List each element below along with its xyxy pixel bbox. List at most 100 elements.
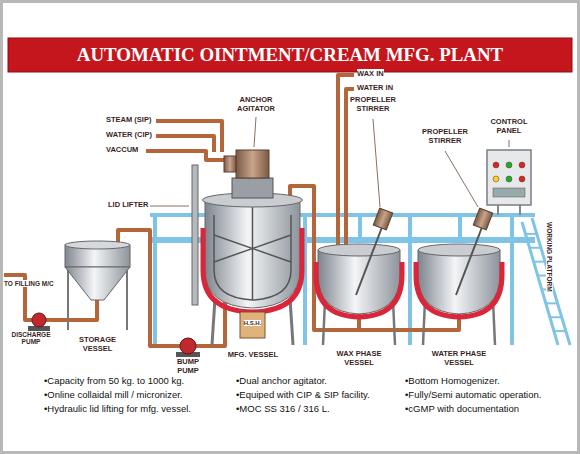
plant-line <box>408 215 412 345</box>
part-label: WATER (CIP) <box>106 131 158 140</box>
plant-g <box>316 208 402 345</box>
part-label: STEAM (SIP) <box>106 116 158 125</box>
plant-line <box>212 298 215 345</box>
plant-line <box>456 222 484 295</box>
feature-note: •Online collaidal mill / micronizer. <box>44 389 182 400</box>
feature-note: •MOC SS 316 / 316 L. <box>236 403 330 414</box>
part-label: BUMP PUMP <box>166 358 210 375</box>
plant-ellipse <box>318 244 400 256</box>
plant-rect <box>8 38 572 72</box>
plant-path <box>205 200 300 308</box>
label-text: WAX PHASE VESSEL <box>336 349 381 367</box>
title-banner-text: AUTOMATIC OINTMENT/CREAM MFG. PLANT <box>8 38 572 72</box>
label-text: MFG. VESSEL <box>228 350 278 359</box>
label-text: CONTROL PANEL <box>490 117 527 135</box>
plant-line <box>519 205 521 215</box>
plant-rect <box>493 188 525 197</box>
label-text: PROPELLER STIRRER <box>350 95 396 113</box>
plant-circle <box>180 338 196 354</box>
plant-circle <box>32 313 46 327</box>
plant-line <box>254 117 256 147</box>
plant-g <box>176 338 200 357</box>
part-label: WAX PHASE VESSEL <box>328 350 390 367</box>
plant-g <box>416 208 502 345</box>
part-label: PROPELLER STIRRER <box>422 128 468 145</box>
plant-line <box>153 215 157 345</box>
label-text: ANCHOR AGITATOR <box>237 95 275 113</box>
plant-line <box>546 302 558 304</box>
plant-g <box>487 150 531 215</box>
part-label: H.S.H. <box>240 320 265 327</box>
plant-polygon <box>65 267 130 300</box>
part-label: STORAGE VESSEL <box>70 336 125 353</box>
plant-line <box>458 215 462 240</box>
plant-line <box>550 316 562 318</box>
feature-note: •Capacity from 50 kg. to 1000 kg. <box>44 375 184 386</box>
part-label: WORKING PLATFORM <box>546 222 553 312</box>
plant-circle <box>493 176 499 182</box>
plant-line <box>150 206 189 207</box>
label-text: BUMP PUMP <box>177 357 199 375</box>
plant-rect <box>240 312 265 338</box>
plant-polyline <box>156 121 222 152</box>
plant-polyline <box>346 89 354 246</box>
label-text: STORAGE VESSEL <box>79 335 116 353</box>
plant-g <box>192 150 303 345</box>
feature-note: •Fully/Semi automatic operation. <box>405 389 541 400</box>
plant-line <box>525 233 536 235</box>
part-label: PROPELLER STIRRER <box>350 96 396 113</box>
plant-rect <box>232 178 273 198</box>
plant-g <box>28 313 50 331</box>
label-text: WATER PHASE VESSEL <box>432 349 486 367</box>
plant-polyline <box>146 151 225 160</box>
plant-line <box>497 205 499 215</box>
feature-note: •Dual anchor agitator. <box>236 375 327 386</box>
plant-line <box>530 247 541 249</box>
plant-line <box>358 215 362 240</box>
part-label: TO FILLING M/C <box>4 280 68 287</box>
plant-g <box>4 75 459 346</box>
label-text: WATER (CIP) <box>106 130 152 139</box>
plant-circle <box>519 162 525 168</box>
part-label: WATER IN <box>357 84 407 93</box>
plant-line <box>510 215 514 345</box>
label-text: WATER IN <box>357 83 393 92</box>
plant-circle <box>506 176 512 182</box>
feature-note: •Hydraulic lid lifting for mfg. vessel. <box>44 403 191 414</box>
plant-g <box>493 162 525 197</box>
plant-line <box>356 222 384 295</box>
plant-circle <box>519 176 525 182</box>
label-text: STEAM (SIP) <box>106 115 151 124</box>
part-label: WATER PHASE VESSEL <box>426 350 492 367</box>
plant-line <box>534 261 545 263</box>
plant-ellipse <box>65 241 130 249</box>
plant-circle <box>493 162 499 168</box>
plant-g <box>522 218 570 345</box>
plant-rect <box>487 150 531 205</box>
plant-line <box>290 298 293 345</box>
plant-path <box>318 250 400 314</box>
label-text: H.S.H. <box>244 320 262 326</box>
plant-circle <box>506 162 512 168</box>
feature-note: •Bottom Homogenizer. <box>405 375 500 386</box>
plant-rect <box>373 208 393 230</box>
label-text: WORKING PLATFORM <box>546 222 553 292</box>
label-text: WAX IN <box>357 69 384 78</box>
plant-path <box>418 250 500 314</box>
plant-line <box>509 140 510 147</box>
plant-rect <box>473 208 493 230</box>
part-label: DISCHARGE PUMP <box>8 331 54 346</box>
feature-note: •cGMP with documentation <box>405 403 519 414</box>
label-text: VACCUM <box>106 145 138 154</box>
label-text: LID LIFTER <box>108 200 148 209</box>
plant-line <box>522 222 558 345</box>
label-text: PROPELLER STIRRER <box>422 127 468 145</box>
plant-g <box>150 117 509 207</box>
feature-note: •Equiped with CIP & SIP facility. <box>236 389 370 400</box>
plant-line <box>445 151 478 207</box>
plant-line <box>252 200 254 300</box>
plant-rect <box>236 150 269 178</box>
plant-polyline <box>46 300 97 320</box>
part-label: CONTROL PANEL <box>486 118 532 135</box>
